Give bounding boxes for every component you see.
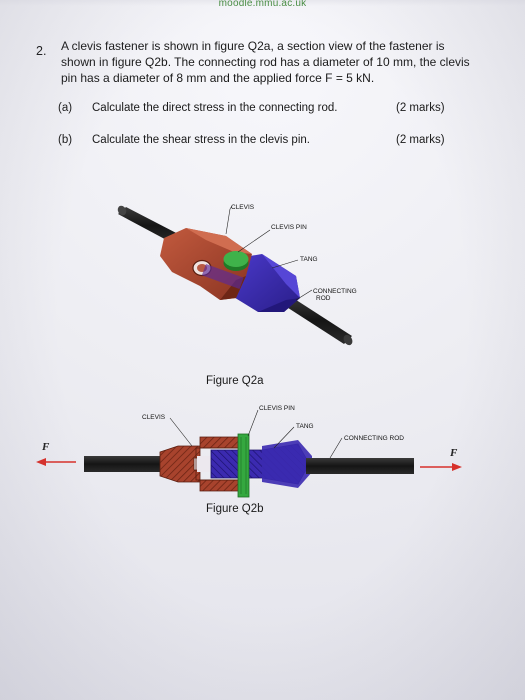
- clevis-rod-3d: [117, 205, 182, 244]
- q2b-tang-section: [210, 440, 312, 488]
- q2b-clevis-rod: [84, 456, 164, 472]
- q2a-label-rod: ROD: [316, 295, 331, 302]
- part-b-text: Calculate the shear stress in the clevis…: [92, 134, 310, 146]
- part-b-marks: (2 marks): [396, 134, 445, 146]
- clevis-3d: [160, 228, 252, 300]
- figure-q2b: F F CLEVIS CLEVIS PIN TANG CONNECTING RO…: [36, 405, 462, 498]
- part-b-label: (b): [58, 134, 73, 146]
- question-part-b: (b) Calculate the shear stress in the cl…: [58, 134, 478, 150]
- q2b-label-connecting-rod: CONNECTING ROD: [344, 435, 404, 442]
- part-a-marks: (2 marks): [396, 102, 445, 114]
- connecting-rod-3d: [282, 296, 353, 346]
- q2b-label-clevis-pin: CLEVIS PIN: [259, 405, 295, 412]
- q2b-label-clevis: CLEVIS: [142, 414, 166, 421]
- force-arrow-left: [36, 458, 76, 466]
- figure-q2a-caption: Figure Q2a: [206, 375, 264, 387]
- question-part-a: (a) Calculate the direct stress in the c…: [58, 102, 478, 118]
- q2b-label-tang: TANG: [296, 423, 314, 430]
- part-a-label: (a): [58, 102, 73, 114]
- q2b-clevis-section: [159, 436, 245, 492]
- q2b-clevis-pin: [237, 433, 250, 498]
- force-label-right: F: [449, 447, 458, 459]
- q2a-label-tang: TANG: [300, 256, 318, 263]
- force-label-left: F: [41, 441, 50, 453]
- part-a-text: Calculate the direct stress in the conne…: [92, 102, 338, 114]
- q2a-label-clevis: CLEVIS: [231, 204, 255, 211]
- question-text: A clevis fastener is shown in figure Q2a…: [61, 39, 470, 85]
- tang-3d: [232, 254, 300, 312]
- q2b-connecting-rod: [306, 458, 414, 474]
- question-number: 2.: [36, 44, 47, 58]
- q2a-label-clevis-pin: CLEVIS PIN: [271, 224, 307, 231]
- force-arrow-right: [420, 463, 462, 471]
- q2a-label-connecting: CONNECTING: [313, 288, 357, 295]
- clevis-pin-3d: [223, 251, 249, 271]
- figure-q2b-caption: Figure Q2b: [206, 503, 264, 515]
- top-edge: [0, 0, 525, 6]
- browser-url-fragment: moodle.mmu.ac.uk: [218, 0, 307, 9]
- q2a-labels: CLEVIS CLEVIS PIN TANG CONNECTING ROD: [225, 204, 357, 302]
